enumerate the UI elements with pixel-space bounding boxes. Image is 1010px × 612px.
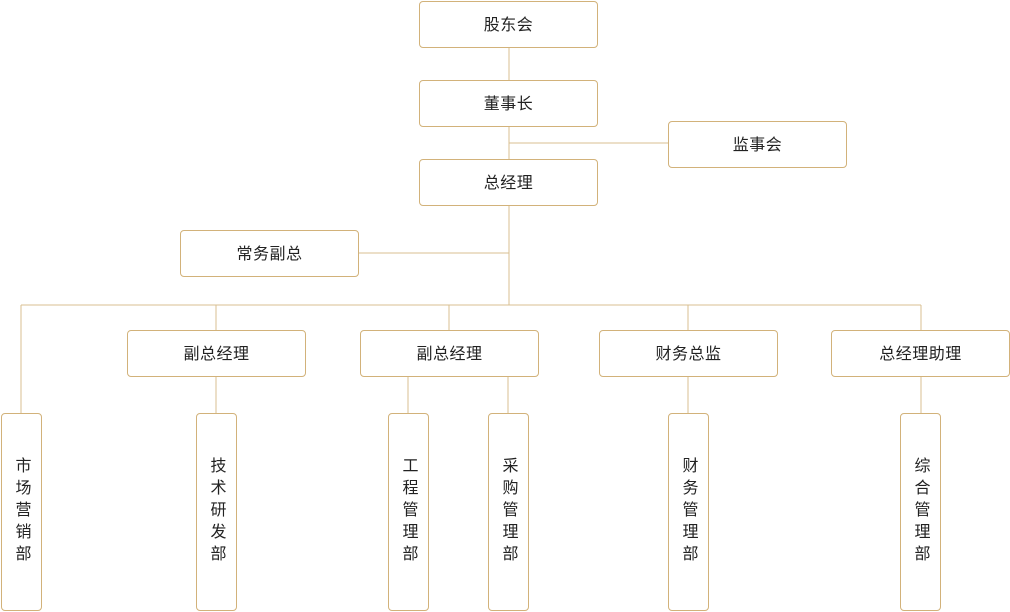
node-finance: 财务管理部 — [668, 413, 709, 611]
node-gm-assistant: 总经理助理 — [831, 330, 1010, 377]
node-chairman: 董事长 — [419, 80, 598, 127]
node-supervisors: 监事会 — [668, 121, 847, 168]
node-vp-2: 副总经理 — [360, 330, 539, 377]
node-engineering: 工程管理部 — [388, 413, 429, 611]
node-procurement: 采购管理部 — [488, 413, 529, 611]
node-marketing: 市场营销部 — [1, 413, 42, 611]
node-general-admin: 综合管理部 — [900, 413, 941, 611]
node-gm: 总经理 — [419, 159, 598, 206]
node-shareholders: 股东会 — [419, 1, 598, 48]
node-vp-1: 副总经理 — [127, 330, 306, 377]
node-cfo: 财务总监 — [599, 330, 778, 377]
node-exec-vp: 常务副总 — [180, 230, 359, 277]
node-tech-rd: 技术研发部 — [196, 413, 237, 611]
